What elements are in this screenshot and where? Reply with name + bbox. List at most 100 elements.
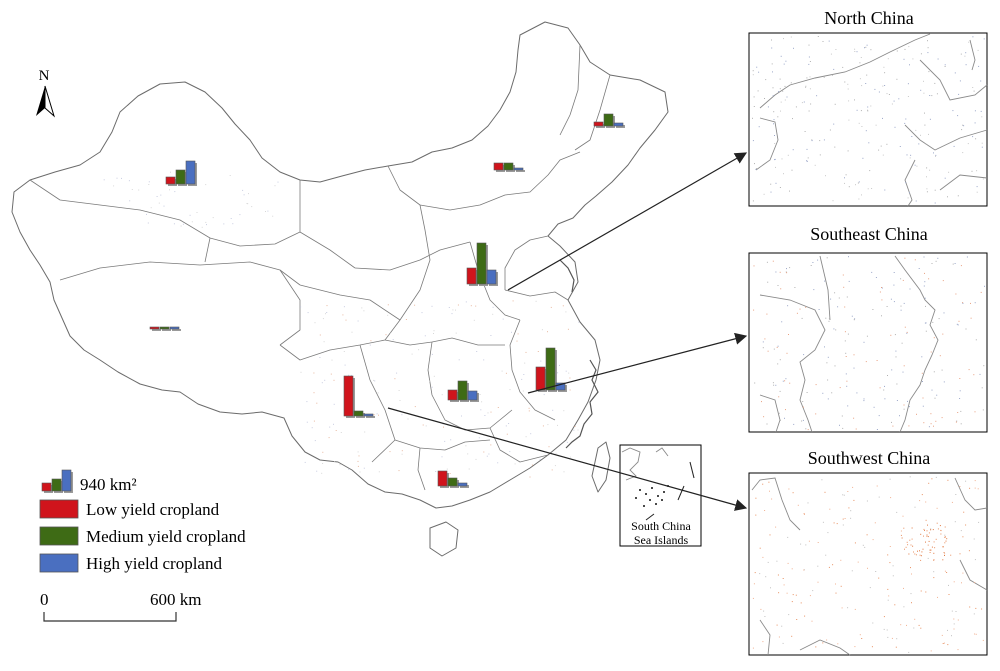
cropland-speck (923, 422, 925, 424)
cropland-speck (512, 300, 514, 302)
cropland-speck (806, 392, 808, 393)
cropland-speck (819, 154, 821, 156)
cropland-speck (517, 333, 519, 335)
cropland-speck (334, 461, 336, 463)
cropland-speck (825, 175, 826, 177)
cropland-speck (926, 188, 928, 190)
cropland-speck (916, 413, 917, 415)
cropland-speck (788, 488, 790, 490)
cropland-speck (908, 553, 910, 555)
cropland-speck (842, 427, 844, 429)
cropland-speck (473, 319, 475, 321)
cropland-speck (790, 36, 792, 38)
bar-group-east (535, 347, 567, 392)
cropland-speck (757, 90, 759, 92)
cropland-speck (311, 427, 313, 429)
cropland-speck (912, 545, 914, 547)
cropland-speck (803, 513, 805, 515)
cropland-speck (853, 417, 855, 419)
inset-coast (621, 447, 641, 481)
cropland-speck (927, 544, 929, 546)
cropland-speck (770, 183, 772, 185)
qinghai-tibet-bar-shadow (172, 329, 181, 331)
cropland-speck (777, 285, 779, 286)
cropland-speck (121, 177, 122, 179)
cropland-speck (960, 423, 962, 425)
cropland-speck (405, 319, 407, 320)
cropland-speck (896, 383, 898, 385)
cropland-speck (319, 334, 321, 336)
cropland-speck (942, 333, 944, 335)
cropland-speck (930, 549, 932, 551)
cropland-speck (933, 371, 935, 373)
cropland-speck (976, 191, 978, 193)
cropland-speck (490, 444, 492, 446)
cropland-speck (431, 386, 433, 388)
cropland-speck (944, 534, 946, 536)
cropland-speck (975, 339, 977, 341)
cropland-speck (223, 223, 225, 225)
cropland-speck (780, 55, 782, 57)
cropland-speck (248, 193, 249, 195)
cropland-speck (421, 312, 423, 314)
cropland-speck (394, 378, 396, 380)
cropland-speck (313, 392, 315, 394)
cropland-speck (516, 340, 518, 342)
legend-size-bar-medium (51, 478, 62, 492)
cropland-speck (915, 554, 917, 556)
inset-island-dot (635, 497, 637, 499)
cropland-speck (903, 587, 904, 589)
cropland-speck (953, 145, 955, 147)
cropland-speck (848, 280, 850, 282)
cropland-speck (975, 607, 977, 609)
cropland-speck (810, 265, 812, 266)
cropland-speck (943, 642, 945, 644)
cropland-speck (401, 453, 403, 455)
bar-group-xinjiang (165, 160, 197, 186)
cropland-speck (924, 112, 925, 114)
cropland-speck (829, 508, 831, 510)
cropland-speck (908, 406, 910, 408)
cropland-speck (487, 412, 489, 414)
cropland-speck (767, 561, 769, 563)
cropland-speck (925, 519, 927, 521)
cropland-speck (841, 415, 843, 417)
cropland-speck (890, 334, 892, 336)
cropland-speck (895, 350, 897, 352)
inner-mongolia-east-bar-high (513, 167, 524, 171)
cropland-speck (479, 394, 481, 395)
cropland-speck (818, 309, 820, 310)
cropland-speck (788, 614, 790, 616)
north-arrow-right-icon (44, 85, 55, 118)
cropland-speck (906, 624, 907, 626)
cropland-speck (887, 599, 889, 601)
cropland-speck (764, 616, 766, 617)
cropland-speck (767, 350, 769, 352)
cropland-speck (455, 309, 456, 311)
cropland-speck (756, 66, 758, 68)
cropland-speck (845, 352, 847, 354)
cropland-speck (150, 207, 152, 209)
cropland-speck (329, 426, 331, 428)
cropland-speck (858, 198, 860, 200)
cropland-speck (753, 309, 755, 311)
cropland-speck (577, 429, 579, 431)
cropland-speck (965, 328, 967, 330)
cropland-speck (817, 542, 819, 543)
cropland-speck (864, 546, 866, 548)
cropland-speck (838, 297, 840, 299)
cropland-speck (550, 306, 552, 308)
cropland-speck (944, 542, 946, 544)
cropland-speck (823, 76, 825, 78)
cropland-speck (483, 359, 485, 361)
cropland-speck (859, 634, 861, 636)
cropland-speck (931, 478, 933, 480)
cropland-speck (861, 638, 863, 639)
cropland-speck (779, 187, 781, 188)
cropland-speck (837, 306, 839, 308)
cropland-speck (895, 356, 897, 358)
cropland-speck (772, 260, 774, 262)
cropland-speck (762, 556, 764, 558)
cropland-speck (772, 95, 774, 97)
cropland-speck (907, 197, 909, 199)
